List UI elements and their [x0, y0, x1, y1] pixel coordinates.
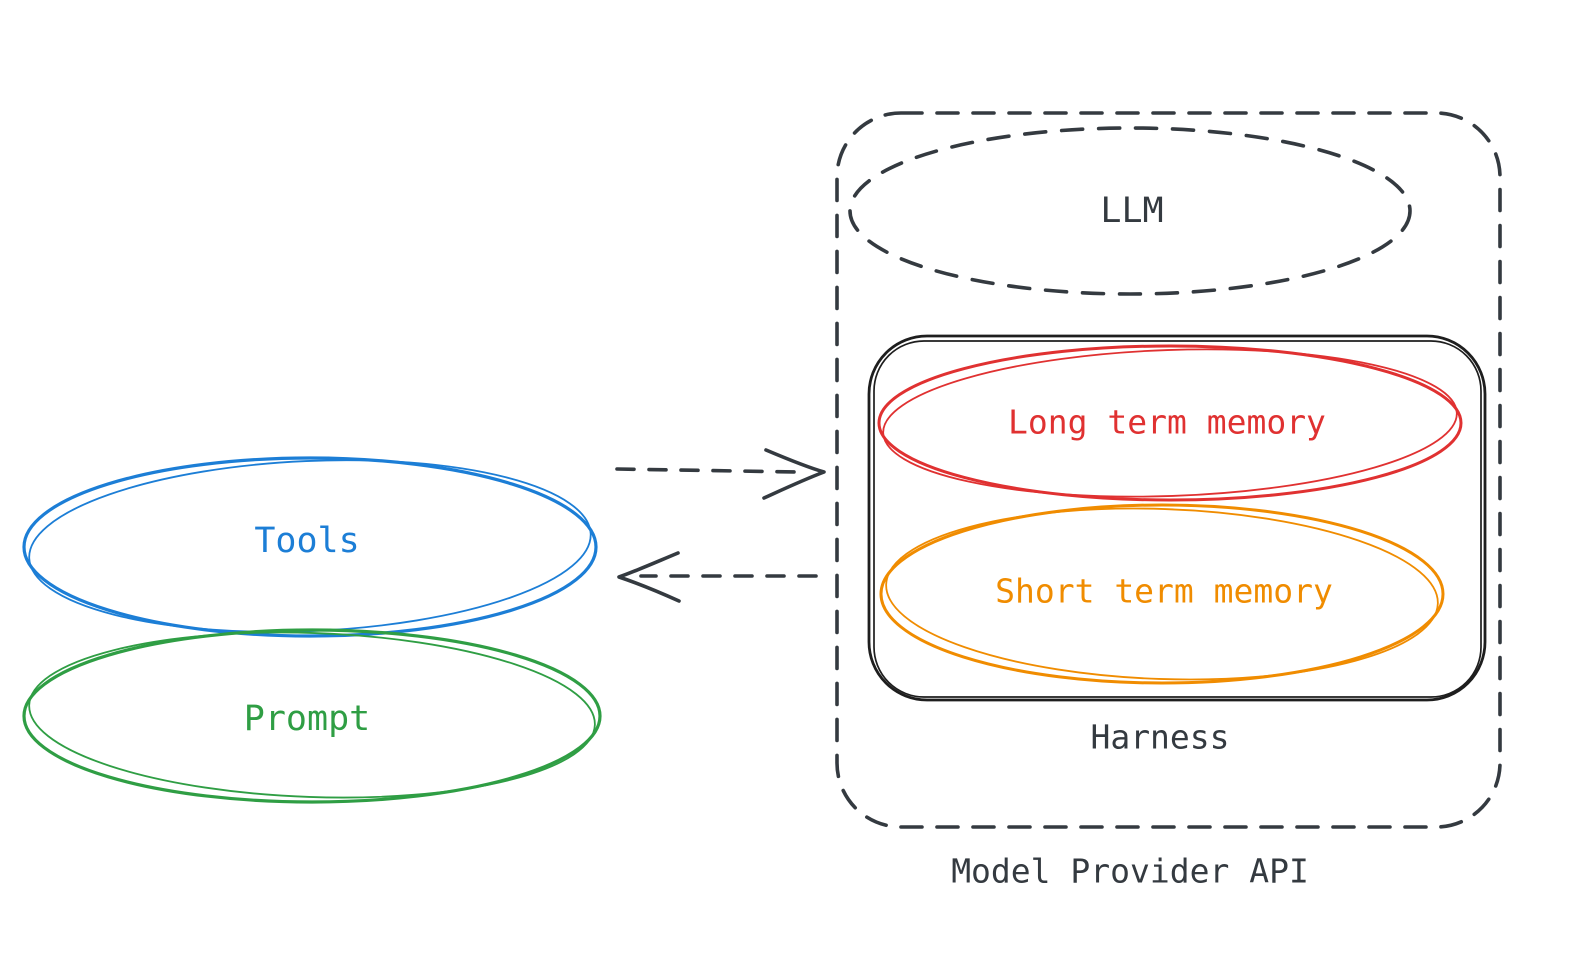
- long-term-memory-ellipse-sketch: [882, 348, 1458, 498]
- arrow-to-tools-head: [617, 551, 681, 603]
- short-term-memory-label: Short term memory: [995, 572, 1333, 611]
- long-term-memory-node: [877, 344, 1463, 502]
- tools-ellipse: [22, 456, 598, 638]
- model-provider-api-box: [835, 111, 1502, 829]
- model-provider-api-label: Model Provider API: [951, 852, 1309, 891]
- arrow-to-provider: [615, 448, 826, 500]
- harness-box: [867, 334, 1487, 702]
- harness-border-sketch: [873, 340, 1482, 698]
- tools-label: Tools: [254, 521, 359, 561]
- prompt-ellipse: [22, 628, 602, 804]
- prompt-node: [22, 628, 602, 804]
- arrow-to-provider-line: [615, 467, 800, 474]
- short-term-memory-ellipse: [879, 503, 1445, 685]
- prompt-label: Prompt: [244, 699, 370, 739]
- short-term-memory-node: [879, 503, 1445, 685]
- arrow-to-tools: [617, 551, 818, 603]
- arrow-to-provider-head: [762, 448, 826, 500]
- short-term-memory-ellipse-sketch: [885, 507, 1439, 681]
- model-provider-api-border: [835, 111, 1502, 829]
- harness-border: [867, 334, 1487, 702]
- long-term-memory-label: Long term memory: [1008, 403, 1326, 442]
- llm-ellipse: [848, 126, 1412, 296]
- llm-label: LLM: [1100, 191, 1163, 231]
- llm-node: [848, 126, 1412, 296]
- prompt-ellipse-sketch: [28, 631, 596, 799]
- harness-label: Harness: [1090, 718, 1229, 757]
- long-term-memory-ellipse: [877, 344, 1463, 502]
